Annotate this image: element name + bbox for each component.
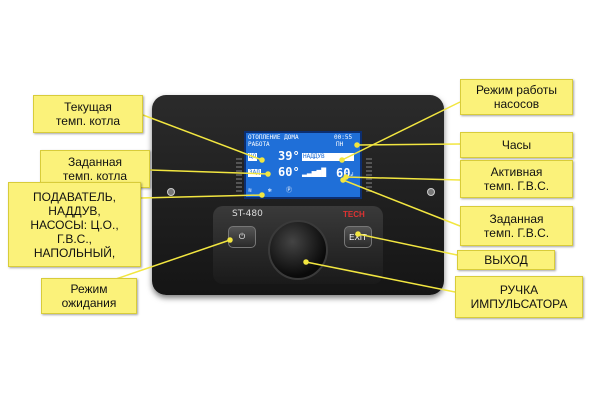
callout-set-boiler-temp: Заданная темп. котла	[40, 150, 150, 188]
power-icon: ⏻	[238, 232, 246, 241]
fire-icon: ≋	[248, 187, 252, 194]
callout-standby: Режим ожидания	[41, 278, 137, 314]
lcd-screen: ОТОПЛЕНИЕ ДОМА РАБОТА 00:55 ПН ЦО 39° ЗА…	[244, 131, 362, 199]
left-speaker-grille	[236, 158, 242, 192]
lcd-mode-line: ОТОПЛЕНИЕ ДОМА	[248, 134, 299, 141]
lcd-fan-label: НАДДУВ	[302, 153, 354, 161]
pump-icon: Ⓟ	[286, 187, 293, 194]
standby-button[interactable]: ⏻	[228, 226, 256, 248]
lcd-set-temp: 60°	[278, 165, 300, 179]
right-speaker-grille	[366, 158, 372, 192]
model-name: ST-480	[232, 209, 263, 219]
lcd-co-temp: 39°	[278, 149, 300, 163]
impulse-knob[interactable]	[268, 220, 328, 280]
callout-pump-mode: Режим работы насосов	[460, 79, 573, 115]
callout-active-dhw-temp: Активная темп. Г.В.С.	[460, 160, 573, 198]
lcd-clock: 00:55	[334, 134, 353, 141]
callout-set-dhw-temp: Заданная темп. Г.В.С.	[460, 206, 573, 246]
left-screw	[167, 188, 175, 196]
lcd-status-line: РАБОТА	[248, 141, 270, 148]
right-screw	[427, 188, 435, 196]
tap-icon: ↲	[350, 171, 354, 178]
lcd-weekday: ПН	[336, 141, 344, 148]
callout-current-boiler-temp: Текущая темп. котла	[33, 95, 143, 133]
callout-clock: Часы	[460, 132, 573, 158]
brand-logo: TECH	[343, 210, 365, 219]
callout-knob: РУЧКА ИМПУЛЬСАТОРА	[455, 276, 583, 318]
fan-icon: ✻	[268, 187, 272, 194]
callout-exit: ВЫХОД	[457, 250, 555, 270]
callout-devices: ПОДАВАТЕЛЬ, НАДДУВ, НАСОСЫ: Ц.О., Г.В.С.…	[8, 182, 141, 267]
lcd-fan-bars: ▂▃▅▆█	[302, 168, 327, 177]
